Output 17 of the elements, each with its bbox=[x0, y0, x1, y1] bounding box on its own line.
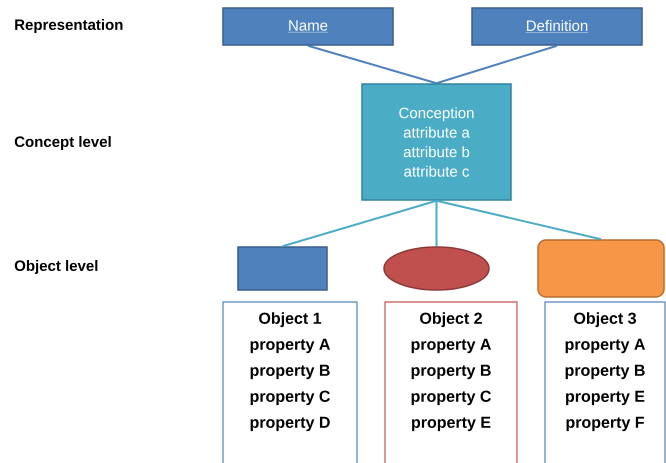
representation-box: Name bbox=[222, 7, 394, 46]
object-rounded-box bbox=[537, 239, 665, 298]
object-property-box: Object 1 property A property B property C property D bbox=[222, 301, 358, 463]
representation-box: Definition bbox=[471, 7, 643, 46]
object-property-box: Object 2 property A property B property C property E bbox=[384, 301, 518, 463]
connector-line bbox=[282, 200, 437, 248]
connector-line bbox=[436, 44, 558, 84]
concept-box: Conception attribute a attribute b attribute c bbox=[361, 83, 512, 201]
object-ellipse bbox=[383, 246, 490, 291]
object-property-box: Object 3 property A property B property E property F bbox=[544, 301, 666, 463]
connector-line bbox=[308, 44, 437, 84]
connector-line bbox=[436, 200, 602, 240]
level-label: Concept level bbox=[14, 136, 111, 150]
object-rectangle bbox=[237, 246, 328, 291]
level-label: Object level bbox=[14, 260, 98, 274]
connector-line bbox=[436, 200, 438, 246]
level-label: Representation bbox=[15, 19, 122, 33]
